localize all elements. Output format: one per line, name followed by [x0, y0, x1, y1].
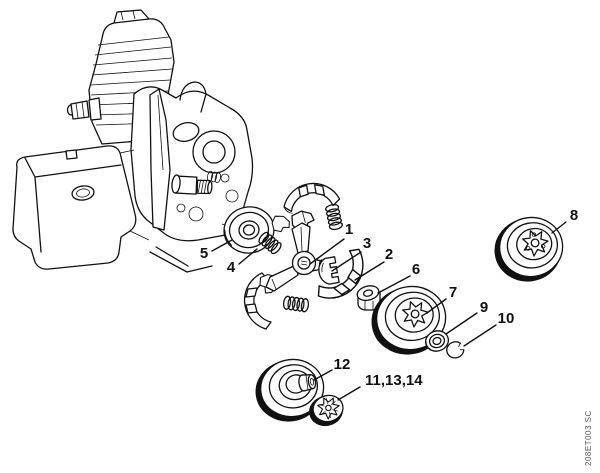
- leader-line-1: [309, 238, 345, 265]
- leader-line-3: [331, 251, 362, 272]
- engine-assembly-illustration: [12, 9, 254, 273]
- leader-line-11-13-14: [337, 386, 361, 401]
- leader-line-9: [445, 312, 478, 335]
- callout-9: 9: [480, 299, 488, 316]
- leader-lines: [211, 221, 567, 401]
- leader-line-6: [377, 275, 411, 294]
- clutch-spring-upper: [325, 203, 343, 231]
- callout-1: 1: [345, 221, 353, 238]
- part-8-clutch-drum: [494, 216, 564, 282]
- leader-line-5: [211, 239, 233, 252]
- callout-10: 10: [498, 310, 515, 327]
- callout-labels: 1 3 2 6 5 4 7 8 9 10 12 11,13,14: [200, 207, 578, 389]
- part-10-e-clip: [446, 341, 465, 359]
- clutch-shoe-top: [283, 182, 341, 214]
- callout-11-13-14: 11,13,14: [365, 372, 423, 389]
- leader-line-2: [354, 261, 385, 281]
- spark-plug-illustration: [66, 97, 102, 121]
- leader-line-7: [426, 298, 447, 314]
- callout-5: 5: [200, 245, 208, 262]
- leader-line-8: [551, 221, 567, 234]
- part-11-13-14-rim-sprocket: [309, 394, 344, 427]
- leader-line-4: [238, 248, 258, 265]
- callout-8: 8: [570, 207, 578, 224]
- figure-code: 208ET003 SC: [584, 410, 593, 466]
- leader-line-12: [313, 369, 333, 381]
- callout-12: 12: [334, 356, 351, 373]
- clutch-spring-lower: [282, 295, 310, 313]
- callout-3: 3: [363, 235, 371, 252]
- part-1-clutch-carrier: [265, 222, 326, 292]
- crankshaft-stub-illustration: [171, 174, 213, 195]
- clutch-shoe-segment-b: [271, 215, 290, 233]
- callout-4: 4: [227, 259, 236, 276]
- callout-6: 6: [412, 261, 420, 278]
- part-9-washer: [424, 330, 450, 352]
- fuel-tank-illustration: [12, 145, 150, 270]
- part-12-clutch-drum: [255, 358, 325, 422]
- crankcase-illustration: [130, 81, 254, 273]
- callout-7: 7: [449, 284, 457, 301]
- part-2-clutch-shoe: [317, 248, 364, 299]
- callout-2: 2: [385, 246, 393, 263]
- part-4-spring: [258, 231, 282, 255]
- leader-line-10: [463, 324, 497, 347]
